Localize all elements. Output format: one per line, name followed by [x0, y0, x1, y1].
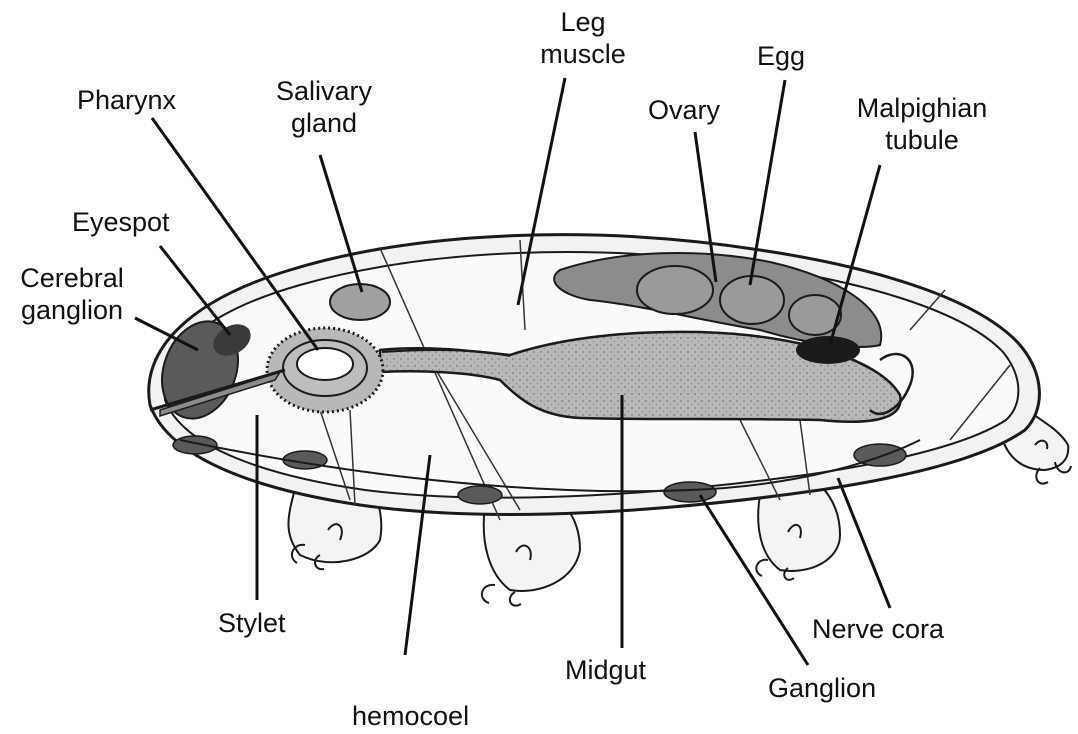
label-cerebral-ganglion-line-2: ganglion: [2, 294, 142, 326]
label-salivary-gland: Salivary gland: [254, 75, 394, 139]
label-cerebral-ganglion: Cerebral ganglion: [2, 262, 142, 326]
label-malpighian-tubule-line-2: tubule: [832, 124, 1012, 156]
label-ganglion: Ganglion: [768, 672, 876, 704]
malpighian-tubule-shape: [796, 336, 860, 364]
label-eyespot: Eyespot: [72, 206, 170, 238]
label-pharynx: Pharynx: [77, 84, 176, 116]
label-malpighian-tubule-line-1: Malpighian: [832, 92, 1012, 124]
label-salivary-gland-line-1: Salivary: [254, 75, 394, 107]
egg-2: [720, 276, 784, 324]
label-salivary-gland-line-2: gland: [254, 107, 394, 139]
label-nerve-cord: Nerve cora: [812, 613, 944, 645]
egg-1: [637, 266, 713, 314]
label-leg-muscle: Leg muscle: [523, 6, 643, 70]
label-cerebral-ganglion-line-1: Cerebral: [2, 262, 142, 294]
label-hemocoel: hemocoel: [352, 700, 469, 732]
pharynx-lumen: [297, 348, 353, 380]
leader-nerve-cord: [838, 478, 890, 608]
label-leg-muscle-line-1: Leg: [523, 6, 643, 38]
label-ovary: Ovary: [648, 94, 720, 126]
label-stylet: Stylet: [218, 607, 286, 639]
label-egg: Egg: [757, 40, 805, 72]
label-malpighian-tubule: Malpighian tubule: [832, 92, 1012, 156]
label-leg-muscle-line-2: muscle: [523, 38, 643, 70]
label-midgut: Midgut: [565, 654, 646, 686]
